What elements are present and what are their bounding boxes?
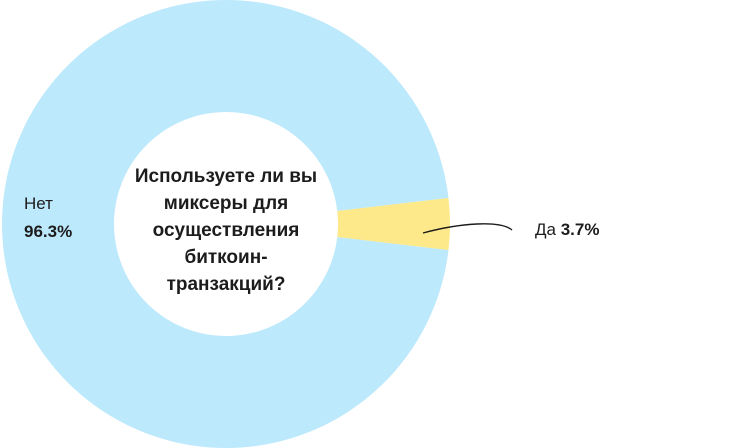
slice-label-no: Нет 96.3% [24, 190, 72, 246]
slice-label-yes-text: Да [535, 220, 556, 239]
chart-title: Используете ли вы миксеры для осуществле… [134, 166, 318, 295]
slice-value-yes: 3.7% [560, 220, 600, 239]
slice-label-no-text: Нет [24, 194, 53, 213]
slice-label-yes: Да 3.7% [535, 216, 599, 244]
slice-value-no: 96.3% [24, 222, 73, 241]
slice-no [2, 0, 449, 448]
leader-line-yes [422, 223, 513, 234]
slice-yes [337, 198, 451, 250]
